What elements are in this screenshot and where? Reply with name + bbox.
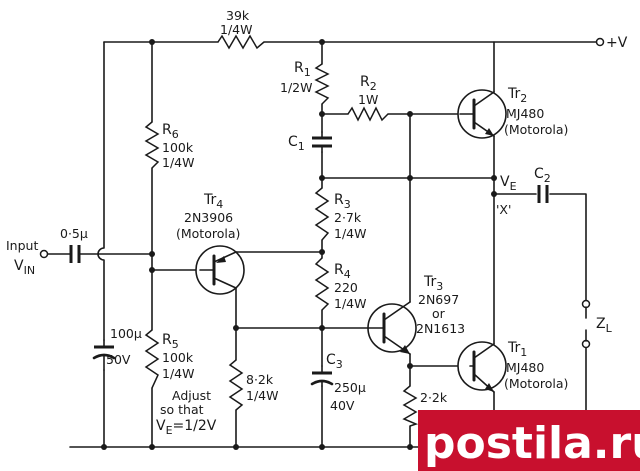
resistor-8k2	[228, 359, 244, 411]
resistor-2k2	[402, 385, 419, 427]
label-cin-voltage: 50V	[106, 352, 131, 367]
label-zl: ZL	[596, 316, 613, 335]
label-adjust-3: VE=1/2V	[156, 418, 217, 437]
label-r82k-value: 8·2k	[246, 372, 274, 387]
supply-terminal	[595, 37, 605, 47]
label-tr1-maker: (Motorola)	[504, 376, 568, 391]
label-c3-value: 250µ	[334, 380, 366, 395]
label-c1-name: C1	[288, 134, 305, 153]
label-tr3-part1: 2N697	[418, 292, 459, 307]
watermark: postila.ru	[418, 410, 640, 471]
capacitor-c1	[312, 131, 332, 153]
label-tr4-maker: (Motorola)	[176, 226, 240, 241]
label-tr4-name: Tr4	[203, 192, 223, 211]
label-x-node: 'X'	[496, 202, 511, 217]
resistor-r4	[314, 257, 330, 311]
label-tr1-part: MJ480	[506, 360, 544, 375]
label-r82k-power: 1/4W	[246, 388, 278, 403]
resistor-r3	[314, 187, 330, 241]
resistors	[144, 34, 419, 427]
label-tr2-part: MJ480	[506, 106, 544, 121]
label-tr1-name: Tr1	[507, 340, 527, 359]
capacitor-c2	[537, 185, 549, 203]
label-r3-name: R3	[334, 192, 351, 211]
label-tr3-part2: 2N1613	[416, 321, 465, 336]
capacitor-100u	[92, 339, 116, 371]
label-tr3-or: or	[432, 306, 446, 321]
resistor-r1	[314, 63, 330, 105]
label-c3-voltage: 40V	[330, 398, 355, 413]
label-r6-value: 100k	[162, 140, 194, 155]
label-input-word: Input	[6, 238, 38, 253]
capacitors	[69, 131, 549, 387]
resistor-r5	[144, 329, 160, 389]
label-tr3-name: Tr3	[423, 274, 443, 293]
transistor-tr4	[195, 245, 245, 295]
label-r5-name: R5	[162, 332, 179, 351]
transistor-tr2	[457, 89, 507, 139]
label-cin-value: 100µ	[110, 326, 142, 341]
label-r5-value: 100k	[162, 350, 194, 365]
label-c3-name: C3	[326, 352, 343, 371]
label-r22k-value: 2·2k	[420, 390, 448, 405]
label-r3-power: 1/4W	[334, 226, 366, 241]
resistor-39k	[217, 34, 265, 50]
label-r4-power: 1/4W	[334, 296, 366, 311]
label-supply: +V	[606, 35, 628, 51]
transistor-tr1	[457, 341, 507, 393]
label-r6-power: 1/4W	[162, 155, 194, 170]
label-tr2-maker: (Motorola)	[504, 122, 568, 137]
label-r5-power: 1/4W	[162, 366, 194, 381]
label-input-cap: 0·5µ	[60, 226, 88, 241]
label-c2-name: C2	[534, 166, 551, 185]
label-r4-value: 220	[334, 280, 358, 295]
label-r3-value: 2·7k	[334, 210, 362, 225]
watermark-text: postila.ru	[424, 418, 640, 469]
label-r2-name: R2	[360, 74, 377, 93]
label-tr4-part: 2N3906	[184, 210, 233, 225]
label-tr2-name: Tr2	[507, 86, 527, 105]
label-r4-name: R4	[334, 262, 351, 281]
terminals	[39, 37, 605, 349]
capacitor-c3	[310, 365, 334, 387]
input-terminal	[39, 249, 49, 259]
labels: 39k 1/4W +V R1 1/2W R2 1W Tr2 MJ480 (Mot…	[6, 8, 628, 437]
label-vin: VIN	[14, 258, 35, 277]
label-r1-name: R1	[294, 60, 311, 79]
capacitor-input	[69, 245, 81, 263]
watermark-background	[418, 410, 640, 471]
transistor-tr3	[367, 301, 417, 355]
junction-dots	[101, 39, 497, 450]
resistor-r2	[347, 106, 389, 122]
resistor-r6	[144, 121, 160, 169]
label-ve: VE	[500, 174, 517, 193]
label-r1-power: 1/2W	[280, 80, 312, 95]
label-r-top-power: 1/4W	[220, 22, 252, 37]
label-adjust-1: Adjust	[172, 388, 211, 403]
label-r6-name: R6	[162, 122, 179, 141]
label-r2-power: 1W	[358, 92, 378, 107]
label-r-top-value: 39k	[226, 8, 250, 23]
label-adjust-2: so that	[160, 402, 204, 417]
